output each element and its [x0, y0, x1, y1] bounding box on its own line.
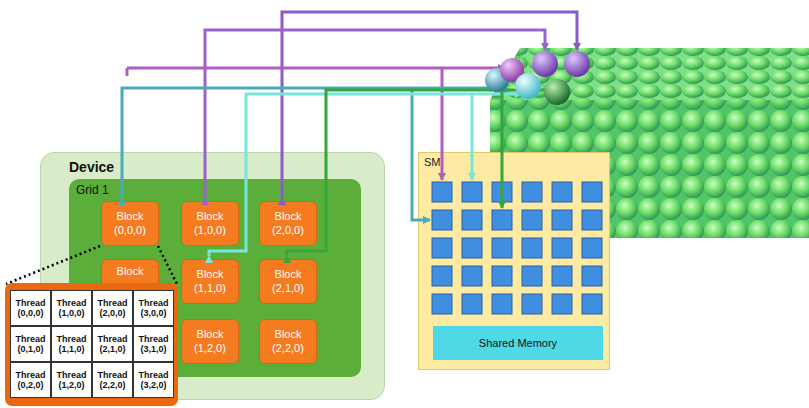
- atom: [564, 51, 590, 77]
- core-square: [522, 182, 542, 202]
- block-label: Block (1,2,0): [182, 328, 238, 354]
- thread-label: Thread (3,1,0): [134, 334, 173, 355]
- core-square: [432, 266, 452, 286]
- core-square: [462, 210, 482, 230]
- thread-cell: Thread (2,2,0): [92, 362, 133, 398]
- atom: [544, 79, 570, 105]
- thread-label: Thread (1,2,0): [52, 370, 91, 391]
- thread-cell: Thread (2,0,0): [92, 290, 133, 326]
- core-square: [462, 294, 482, 314]
- panel-title: Device: [69, 159, 114, 175]
- core-square: [462, 182, 482, 202]
- core-square: [582, 238, 602, 258]
- core-square: [432, 238, 452, 258]
- block-box: Block (0,0,0): [101, 201, 159, 246]
- block-label: Block (1,1,0): [182, 268, 238, 294]
- core-square: [552, 294, 572, 314]
- block-box: Block (1,2,0): [181, 319, 239, 364]
- crystal-edge: [490, 48, 520, 100]
- core-square: [492, 238, 512, 258]
- thread-cell: Thread (1,2,0): [51, 362, 92, 398]
- thread-label: Thread (2,1,0): [93, 334, 132, 355]
- core-square: [492, 266, 512, 286]
- arrow-line: [127, 67, 505, 70]
- thread-cell: Thread (1,0,0): [51, 290, 92, 326]
- panel-title: SM: [424, 156, 441, 168]
- thread-label: Thread (0,1,0): [11, 334, 50, 355]
- core-square: [462, 238, 482, 258]
- core-square: [582, 210, 602, 230]
- thread-cell: Thread (3,2,0): [133, 362, 174, 398]
- thread-cell: Thread (3,1,0): [133, 326, 174, 362]
- core-square: [432, 294, 452, 314]
- thread-label: Thread (2,0,0): [93, 298, 132, 319]
- core-square: [432, 182, 452, 202]
- block-label: Block (0,0,0): [102, 210, 158, 236]
- thread-cell: Thread (0,2,0): [10, 362, 51, 398]
- thread-label: Thread (3,2,0): [134, 370, 173, 391]
- core-square: [492, 182, 512, 202]
- thread-label: Thread (2,2,0): [93, 370, 132, 391]
- core-square: [582, 182, 602, 202]
- block-box: Block (1,0,0): [181, 201, 239, 246]
- core-square: [492, 210, 512, 230]
- thread-cell: Thread (3,0,0): [133, 290, 174, 326]
- panel-title: Grid 1: [76, 183, 109, 197]
- core-square: [522, 210, 542, 230]
- memory-label: Shared Memory: [479, 337, 557, 349]
- atom: [485, 68, 509, 92]
- shared-memory-box: Shared Memory: [433, 326, 603, 360]
- block-label: Block (2,0,0): [260, 210, 316, 236]
- thread-label: Thread (1,0,0): [52, 298, 91, 319]
- core-square: [432, 210, 452, 230]
- core-square: [552, 210, 572, 230]
- atom: [515, 73, 541, 99]
- sm-panel: SM Shared Memory: [418, 152, 610, 370]
- core-square: [552, 238, 572, 258]
- core-square: [522, 238, 542, 258]
- core-square: [582, 266, 602, 286]
- core-square: [552, 182, 572, 202]
- block-box: Block (2,1,0): [259, 259, 317, 304]
- core-square: [582, 294, 602, 314]
- block-label: Block: [117, 265, 144, 278]
- thread-label: Thread (0,2,0): [11, 370, 50, 391]
- core-square: [522, 266, 542, 286]
- core-square: [492, 294, 512, 314]
- atom: [500, 58, 524, 82]
- thread-cell: Thread (0,1,0): [10, 326, 51, 362]
- core-square: [462, 266, 482, 286]
- arrow-line: [126, 68, 129, 76]
- crystal-top: [490, 48, 809, 100]
- thread-label: Thread (1,1,0): [52, 334, 91, 355]
- thread-label: Thread (0,0,0): [11, 298, 50, 319]
- thread-cell: Thread (0,0,0): [10, 290, 51, 326]
- thread-cell: Thread (2,1,0): [92, 326, 133, 362]
- thread-cell: Thread (1,1,0): [51, 326, 92, 362]
- block-label: Block (1,0,0): [182, 210, 238, 236]
- block-label: Block (2,2,0): [260, 328, 316, 354]
- atom: [532, 51, 558, 77]
- core-square: [552, 266, 572, 286]
- thread-label: Thread (3,0,0): [134, 298, 173, 319]
- block-label: Block (2,1,0): [260, 268, 316, 294]
- block-box: Block (2,2,0): [259, 319, 317, 364]
- block-box: Block (2,0,0): [259, 201, 317, 246]
- core-square: [522, 294, 542, 314]
- block-box: Block (1,1,0): [181, 259, 239, 304]
